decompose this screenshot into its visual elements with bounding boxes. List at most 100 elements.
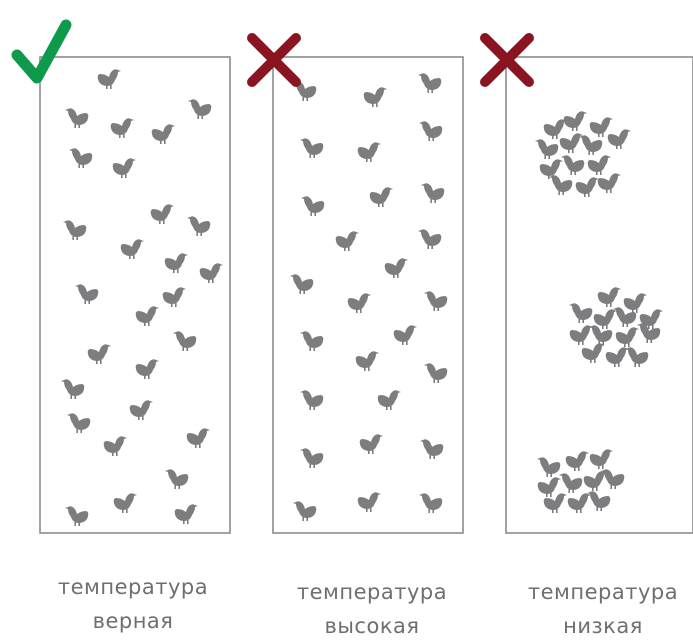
chicken-icon — [358, 142, 381, 162]
chicken-icon — [594, 309, 617, 329]
chicken-icon — [598, 287, 621, 307]
chicken-icon — [421, 183, 444, 203]
chicken-icon — [136, 359, 159, 379]
chicken-icon — [356, 351, 379, 371]
chicken-icon — [560, 133, 583, 153]
chicken-icon — [188, 99, 211, 119]
chick-group-high — [290, 73, 447, 521]
chicken-icon — [549, 175, 572, 195]
panel-frame-correct — [40, 57, 230, 533]
cross-icon — [252, 38, 296, 82]
chicken-icon — [152, 124, 175, 144]
chicken-icon — [175, 504, 198, 524]
chicken-icon — [589, 325, 612, 345]
chicken-icon — [348, 293, 371, 313]
chicken-icon — [88, 344, 111, 364]
chicken-icon — [584, 471, 607, 491]
chicken-icon — [61, 379, 84, 399]
chicken-icon — [566, 451, 589, 471]
caption-line2: низкая — [498, 609, 693, 643]
chicken-icon — [598, 173, 621, 193]
chicken-icon — [576, 177, 599, 197]
cross-icon — [485, 38, 529, 82]
chicken-icon — [364, 87, 387, 107]
chicken-icon — [418, 229, 441, 249]
panel-caption-low: температура низкая — [498, 575, 693, 643]
chicken-icon — [588, 155, 611, 175]
chicken-icon — [65, 108, 88, 128]
chicken-icon — [568, 493, 591, 513]
chicken-icon — [67, 413, 90, 433]
chicken-icon — [121, 239, 144, 259]
chicken-icon — [625, 347, 648, 367]
chicken-icon — [419, 121, 442, 141]
chicken-icon — [420, 439, 443, 459]
chicken-icon — [419, 493, 442, 513]
chicken-icon — [537, 457, 560, 477]
chicken-icon — [358, 492, 381, 512]
chicken-icon — [601, 469, 624, 489]
chicken-icon — [587, 491, 610, 511]
chicken-icon — [538, 477, 561, 497]
chicken-icon — [300, 138, 323, 158]
chicken-icon — [301, 196, 324, 216]
chicken-icon — [65, 506, 88, 526]
chicken-icon — [385, 258, 408, 278]
chicken-icon — [63, 220, 86, 240]
chicken-icon — [360, 434, 383, 454]
chicken-icon — [559, 473, 582, 493]
caption-line2: верная — [28, 604, 238, 638]
panel-caption-correct: температура верная — [28, 570, 238, 638]
chicken-icon — [540, 159, 563, 179]
chicken-icon — [616, 327, 639, 347]
panel-caption-high: температура высокая — [267, 575, 477, 643]
chicken-icon — [151, 204, 174, 224]
chicken-icon — [424, 291, 447, 311]
chicken-icon — [200, 263, 223, 283]
chicken-icon — [561, 155, 584, 175]
caption-line1: температура — [28, 570, 238, 604]
chicken-icon — [165, 253, 188, 273]
chicken-icon — [582, 343, 605, 363]
chicken-icon — [300, 448, 323, 468]
chicken-icon — [187, 216, 210, 236]
chicken-icon — [544, 119, 567, 139]
chicken-icon — [378, 390, 401, 410]
chicken-icon — [173, 331, 196, 351]
chicken-icon — [579, 135, 602, 155]
caption-line1: температура — [498, 575, 693, 609]
chicken-icon — [114, 493, 137, 513]
chicken-icon — [535, 139, 558, 159]
chick-group-low — [535, 111, 663, 513]
chicken-icon — [590, 449, 613, 469]
chicken-icon — [370, 187, 393, 207]
caption-line1: температура — [267, 575, 477, 609]
chicken-icon — [290, 274, 313, 294]
chicken-icon — [394, 325, 417, 345]
chicken-icon — [136, 306, 159, 326]
chicken-icon — [113, 158, 136, 178]
chicken-icon — [424, 363, 447, 383]
chicken-icon — [163, 287, 186, 307]
chicken-icon — [569, 303, 592, 323]
chicken-icon — [336, 231, 359, 251]
chicken-icon — [564, 111, 587, 131]
chicken-icon — [624, 293, 647, 313]
chicken-icon — [418, 73, 441, 93]
chick-group-correct — [61, 69, 223, 526]
chicken-icon — [570, 325, 593, 345]
chicken-icon — [75, 284, 98, 304]
chicken-icon — [165, 469, 188, 489]
chicken-icon — [590, 117, 613, 137]
chicken-icon — [300, 331, 323, 351]
chicken-icon — [187, 428, 210, 448]
chicken-icon — [98, 69, 121, 89]
chicken-icon — [293, 501, 316, 521]
chicken-icon — [111, 118, 134, 138]
chicken-icon — [104, 436, 127, 456]
chicken-icon — [300, 390, 323, 410]
chicken-icon — [69, 148, 92, 168]
checkmark-icon — [17, 25, 66, 78]
chicken-icon — [130, 400, 153, 420]
